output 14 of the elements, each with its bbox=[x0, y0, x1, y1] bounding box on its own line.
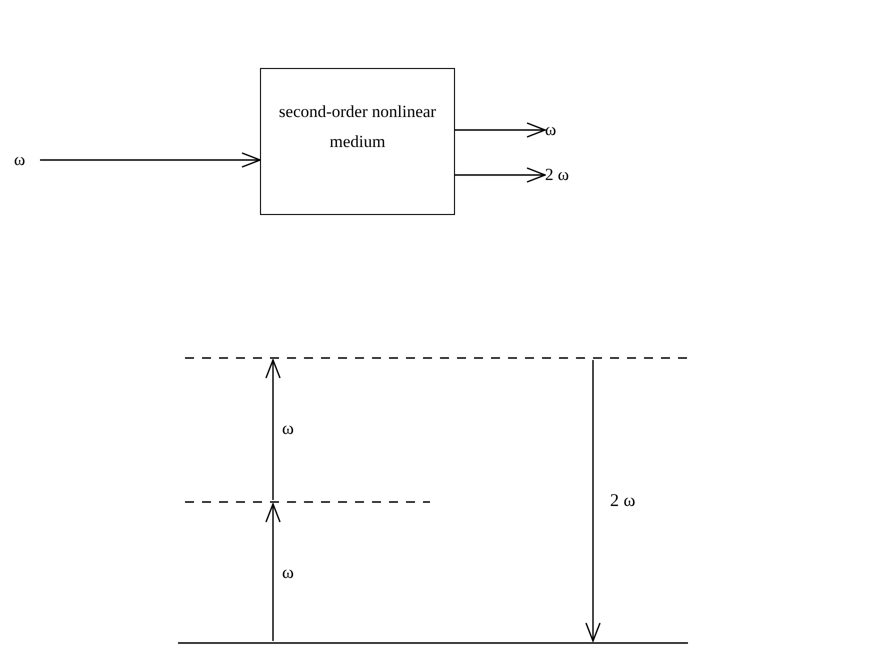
arrow bbox=[40, 152, 261, 168]
ground-level-line bbox=[178, 641, 688, 645]
arrow bbox=[265, 359, 281, 500]
arrow bbox=[265, 503, 281, 641]
process-box bbox=[260, 68, 455, 215]
virtual-level-line bbox=[185, 356, 690, 360]
box-label: second-order nonlinear medium bbox=[278, 100, 438, 152]
frequency-label: 2 ω bbox=[545, 164, 569, 186]
frequency-label: ω bbox=[545, 119, 556, 141]
arrow bbox=[455, 122, 546, 138]
arrow bbox=[455, 167, 546, 183]
frequency-label: ω bbox=[14, 149, 26, 171]
arrow bbox=[585, 360, 601, 642]
virtual-level-line bbox=[185, 500, 430, 504]
